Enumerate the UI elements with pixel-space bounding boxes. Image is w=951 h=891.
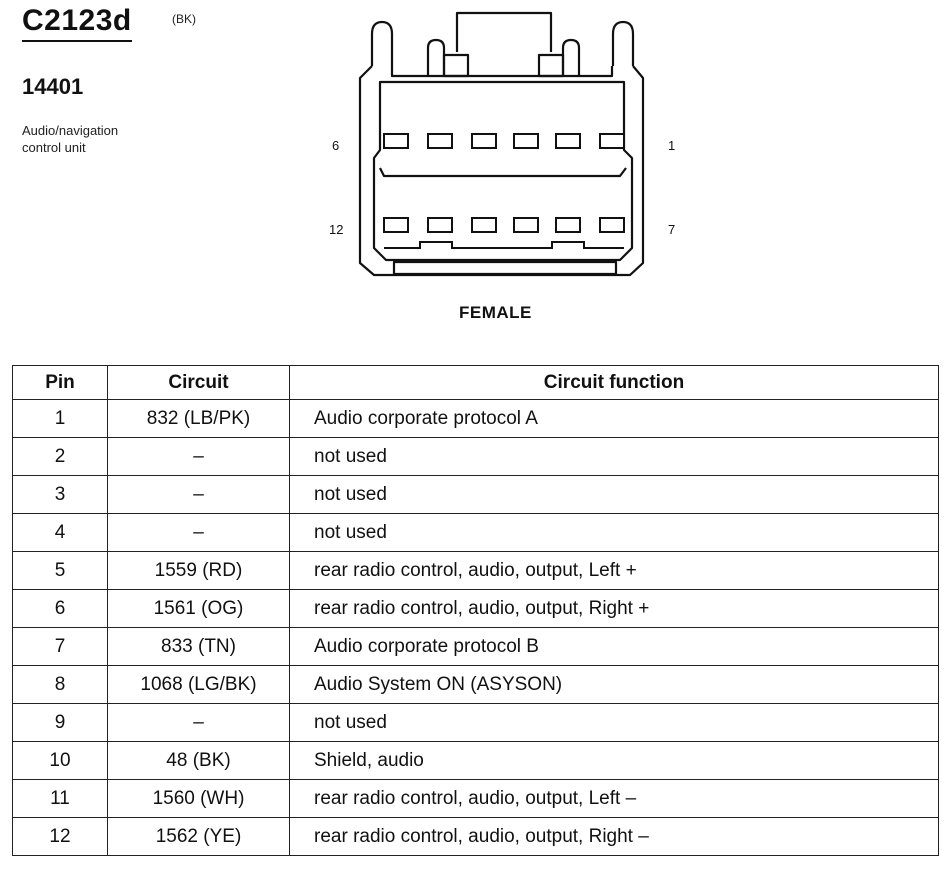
circuit-cell: – [107, 437, 290, 476]
circuit-cell: 1561 (OG) [107, 589, 290, 628]
connector-color-code: (BK) [172, 12, 196, 26]
function-cell: not used [289, 703, 939, 742]
pin-cell: 5 [12, 551, 108, 590]
function-cell: rear radio control, audio, output, Left … [289, 551, 939, 590]
pin-cell: 10 [12, 741, 108, 780]
pin-cavity-11 [427, 217, 453, 233]
connector-latch [455, 11, 553, 52]
function-cell: rear radio control, audio, output, Left … [289, 779, 939, 818]
pin-cavity-8 [555, 217, 581, 233]
circuit-cell: 1560 (WH) [107, 779, 290, 818]
connector-id: C2123d [22, 4, 132, 42]
part-number: 14401 [22, 74, 84, 99]
pin-label-6: 6 [332, 138, 340, 153]
circuit-cell: 1562 (YE) [107, 817, 290, 856]
pin-cell: 1 [12, 399, 108, 438]
pin-cell: 6 [12, 589, 108, 628]
column-header-pin: Pin [12, 365, 108, 400]
key-post-left [426, 38, 446, 76]
pin-label-12: 12 [329, 222, 344, 237]
column-header-circuit-function: Circuit function [289, 365, 939, 400]
function-cell: not used [289, 475, 939, 514]
connector-cavity [372, 80, 634, 262]
row-divider [379, 167, 627, 178]
pin-cavity-9 [513, 217, 539, 233]
pin-cell: 4 [12, 513, 108, 552]
pin-cell: 11 [12, 779, 108, 818]
circuit-cell: – [107, 475, 290, 514]
circuit-cell: – [107, 703, 290, 742]
function-cell: Audio System ON (ASYSON) [289, 665, 939, 704]
function-cell: Audio corporate protocol B [289, 627, 939, 666]
key-post-right [561, 38, 581, 76]
pin-cell: 12 [12, 817, 108, 856]
function-cell: Shield, audio [289, 741, 939, 780]
bottom-rail [392, 260, 618, 276]
circuit-cell: – [107, 513, 290, 552]
pin-cell: 2 [12, 437, 108, 476]
component-description: Audio/navigation control unit [22, 122, 118, 156]
function-cell: rear radio control, audio, output, Right… [289, 589, 939, 628]
key-notch-right [537, 53, 565, 78]
function-cell: Audio corporate protocol A [289, 399, 939, 438]
connector-shroud-top [390, 66, 614, 78]
circuit-cell: 832 (LB/PK) [107, 399, 290, 438]
pin-cavity-10 [471, 217, 497, 233]
pin-cavity-3 [513, 133, 539, 149]
circuit-cell: 1559 (RD) [107, 551, 290, 590]
column-header-circuit: Circuit [107, 365, 290, 400]
pin-cavity-5 [427, 133, 453, 149]
table-row: 4–not used [12, 513, 939, 552]
connector-face-diagram [358, 11, 645, 277]
pin-label-1: 1 [668, 138, 676, 153]
pin-cell: 3 [12, 475, 108, 514]
pin-cavity-4 [471, 133, 497, 149]
connector-gender-label: FEMALE [459, 303, 532, 322]
pin-cavity-2 [555, 133, 581, 149]
pin-cavity-12 [383, 217, 409, 233]
circuit-cell: 1068 (LG/BK) [107, 665, 290, 704]
circuit-cell: 48 (BK) [107, 741, 290, 780]
table-row: 9–not used [12, 703, 939, 742]
circuit-cell: 833 (TN) [107, 627, 290, 666]
function-cell: not used [289, 437, 939, 476]
function-cell: not used [289, 513, 939, 552]
table-row: 3–not used [12, 475, 939, 514]
function-cell: rear radio control, audio, output, Right… [289, 817, 939, 856]
table-row: 2–not used [12, 437, 939, 476]
pin-cavity-1 [599, 133, 625, 149]
description-line-1: Audio/navigation [22, 123, 119, 138]
pin-cell: 8 [12, 665, 108, 704]
pin-label-7: 7 [668, 222, 676, 237]
pin-cell: 7 [12, 627, 108, 666]
table-header-row: Pin Circuit Circuit function [12, 365, 939, 400]
pin-cell: 9 [12, 703, 108, 742]
key-notch-left [442, 53, 470, 78]
pin-cavity-6 [383, 133, 409, 149]
description-line-2: control unit [22, 140, 86, 155]
bottom-ribs [384, 241, 624, 249]
pin-cavity-7 [599, 217, 625, 233]
